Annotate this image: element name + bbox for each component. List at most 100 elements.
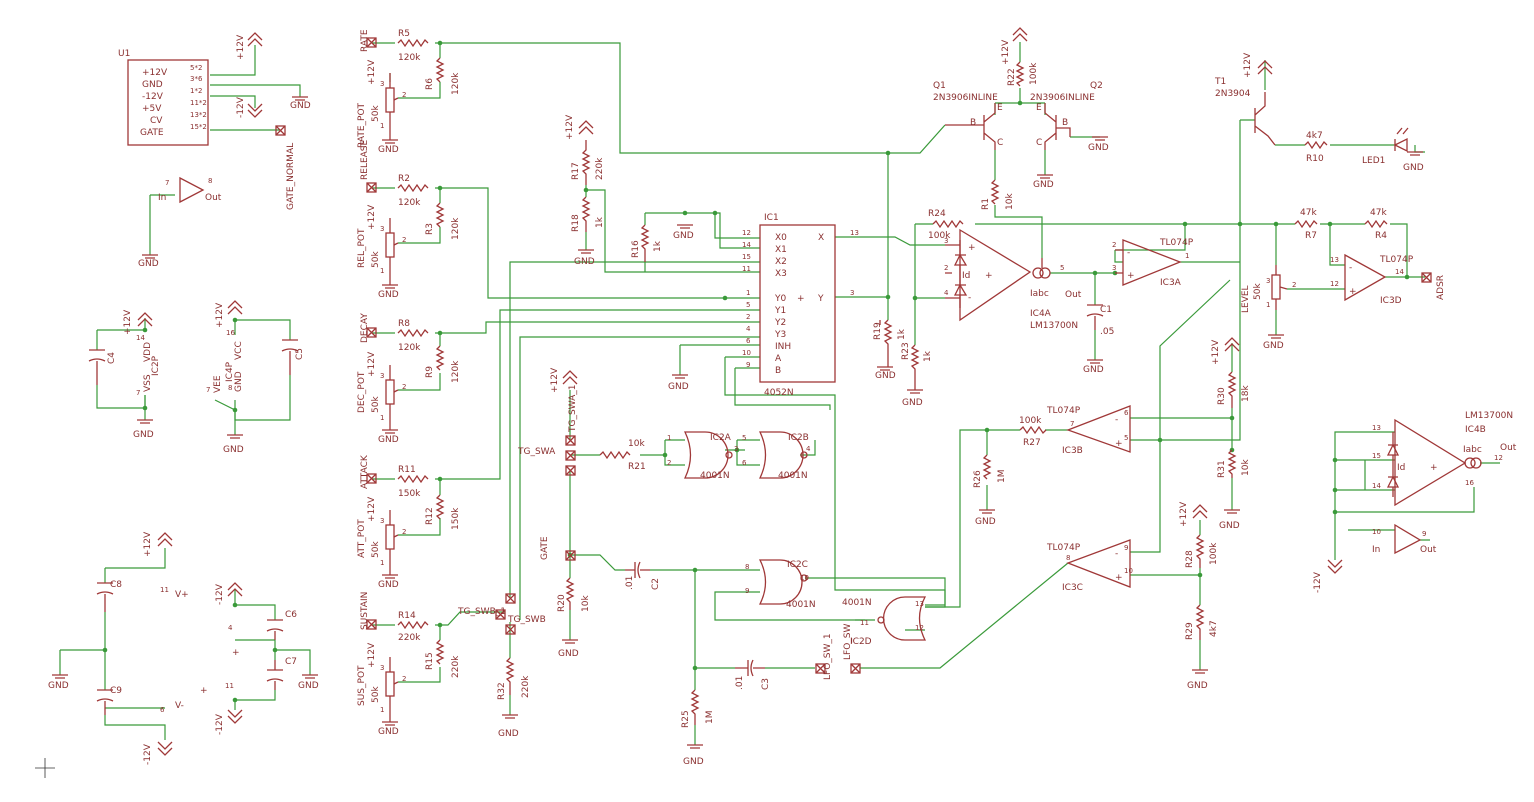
r1-ref: R1 bbox=[981, 198, 991, 210]
u1-pin-3-name: +5V bbox=[142, 104, 162, 114]
ic1-pin-4: Y0 bbox=[774, 294, 786, 304]
c1-ref: C1 bbox=[1100, 305, 1112, 315]
svg-text:2: 2 bbox=[402, 91, 406, 99]
r20-val: 10k bbox=[581, 595, 591, 612]
u1-pin-4-name: CV bbox=[150, 116, 163, 126]
u1-pin-2-num: 1*2 bbox=[190, 87, 202, 95]
ic1-pin-0: X0 bbox=[775, 233, 787, 243]
r10-val: 4k7 bbox=[1306, 131, 1323, 141]
r31-gnd: GND bbox=[1219, 521, 1240, 531]
svg-text:14: 14 bbox=[136, 334, 145, 342]
ic3b: - + 657 TL074P IC3B 100k R27 R26 1M R30 … bbox=[973, 371, 1251, 488]
svg-text:7: 7 bbox=[206, 386, 210, 394]
q1-part: 2N3906INLINE bbox=[933, 93, 998, 103]
svg-text:9: 9 bbox=[1124, 544, 1128, 552]
c6-ref: C6 bbox=[285, 610, 297, 620]
ic1-pin-9: A bbox=[775, 354, 782, 364]
ic2a-part: 4001N bbox=[700, 471, 730, 481]
ic2b-ref: IC2B bbox=[788, 433, 809, 443]
vplus-sign: + bbox=[200, 686, 208, 696]
r19-gnd: GND bbox=[875, 371, 896, 381]
svg-text:7: 7 bbox=[1070, 420, 1074, 428]
svg-text:1: 1 bbox=[1185, 252, 1189, 260]
r7-ref: R7 bbox=[1305, 231, 1317, 241]
vplus-label: V+ bbox=[175, 590, 189, 600]
r4-val: 47k bbox=[1370, 208, 1387, 218]
svg-text:3: 3 bbox=[944, 237, 948, 245]
svg-text:1: 1 bbox=[380, 559, 384, 567]
rel-p12: +12V bbox=[367, 204, 377, 230]
u1-connector: U1 +12V 5*2 GND 3*6 -12V 1*2 +5V 11*2 CV… bbox=[118, 49, 209, 146]
c4-ref: C4 bbox=[107, 352, 117, 364]
lfo-sw-label: LFO_SW bbox=[843, 624, 853, 660]
r17-val: 220k bbox=[595, 157, 605, 180]
r32-ref: R32 bbox=[497, 682, 507, 700]
svg-text:6: 6 bbox=[160, 706, 165, 714]
r30-p12: +12V bbox=[1211, 339, 1221, 365]
q1-q2: R22 100k Q1 2N3906INLINE Q2 2N3906INLINE… bbox=[933, 61, 1103, 210]
decoupling: C4 VDD VSS IC2P 147 C5 VCC GND VEE IC4P … bbox=[88, 329, 305, 715]
sus-pot-ref: SUS_POT bbox=[357, 665, 367, 706]
rate-pot-val: 50k bbox=[371, 105, 381, 122]
ic1-ref: IC1 bbox=[764, 213, 779, 223]
r12-ref: R12 bbox=[425, 507, 435, 525]
r20-gnd: GND bbox=[558, 649, 579, 659]
c7-ref: C7 bbox=[285, 657, 297, 667]
ic4a-ota: R24 100k + - 3 4 2 Id + Iabc Out 5 IC4A … bbox=[873, 209, 1114, 390]
c9-ref: C9 bbox=[110, 686, 122, 696]
c6-n12: -12V bbox=[215, 583, 225, 605]
r24-val: 100k bbox=[928, 231, 951, 241]
u1-p12-label: +12V bbox=[236, 34, 246, 60]
r3-ref: R3 bbox=[425, 223, 435, 235]
svg-text:13: 13 bbox=[1372, 424, 1381, 432]
r32-gnd: GND bbox=[498, 729, 519, 739]
svg-text:5: 5 bbox=[1124, 434, 1128, 442]
level-gnd: GND bbox=[1263, 341, 1284, 351]
ic3c-part: TL074P bbox=[1046, 543, 1081, 553]
r19-ref: R19 bbox=[873, 322, 883, 340]
ic2p-vdd: VDD bbox=[143, 342, 153, 362]
sustain-block: R14 220k R15 220k 321 SUS_POT 50k bbox=[357, 611, 461, 722]
release-block: R2 120k R3 120k 321 REL_POT 50k bbox=[357, 174, 461, 285]
ic1-num-5: 5 bbox=[746, 301, 750, 309]
ic3b-minus: - bbox=[1115, 415, 1118, 425]
ic2a-ref: IC2A bbox=[710, 433, 732, 443]
svg-text:8: 8 bbox=[1066, 554, 1070, 562]
ic1-num-2: 15 bbox=[742, 253, 751, 261]
ic1-pin-10: B bbox=[775, 366, 781, 376]
r17-ref: R17 bbox=[571, 162, 581, 180]
ic4b-id: Id bbox=[1397, 463, 1405, 473]
buffer-gnd-label: GND bbox=[138, 259, 159, 269]
ic4p-p12: +12V bbox=[215, 302, 225, 328]
r31-val: 10k bbox=[1241, 459, 1251, 476]
svg-text:3: 3 bbox=[1112, 264, 1116, 272]
u1-pin-1-name: GND bbox=[142, 80, 163, 90]
svg-text:8: 8 bbox=[745, 563, 749, 571]
sus-pot-val: 50k bbox=[371, 686, 381, 703]
r2-ref: R2 bbox=[398, 174, 410, 184]
ic4p-gnd: GND bbox=[223, 445, 244, 455]
ic4p-ref: IC4P bbox=[225, 361, 235, 382]
u1-pin-2-name: -12V bbox=[142, 92, 164, 102]
r26-val: 1M bbox=[997, 470, 1007, 484]
q1-b: B bbox=[970, 118, 976, 128]
att-p12: +12V bbox=[367, 496, 377, 522]
r15-ref: R15 bbox=[425, 652, 435, 670]
svg-text:2: 2 bbox=[402, 236, 406, 244]
r11-val: 150k bbox=[398, 489, 421, 499]
u1-n12-label: -12V bbox=[236, 96, 246, 118]
ic4p-gnd-pin: GND bbox=[234, 371, 244, 392]
r31-ref: R31 bbox=[1217, 460, 1227, 478]
ic1-num-4: 1 bbox=[746, 289, 750, 297]
svg-text:1: 1 bbox=[667, 434, 671, 442]
ic4b-ref: IC4B bbox=[1465, 425, 1486, 435]
t1-p12: +12V bbox=[1243, 52, 1253, 78]
r8-val: 120k bbox=[398, 343, 421, 353]
switch-connectors: TG_SWA TG_SWA_1 10k R21 GATE R20 10k .01… bbox=[457, 385, 861, 728]
q1-e: E bbox=[997, 103, 1003, 113]
q2-part: 2N3906INLINE bbox=[1030, 93, 1095, 103]
tg-swb-label: TG_SWB bbox=[507, 615, 546, 625]
svg-text:2: 2 bbox=[667, 459, 671, 467]
